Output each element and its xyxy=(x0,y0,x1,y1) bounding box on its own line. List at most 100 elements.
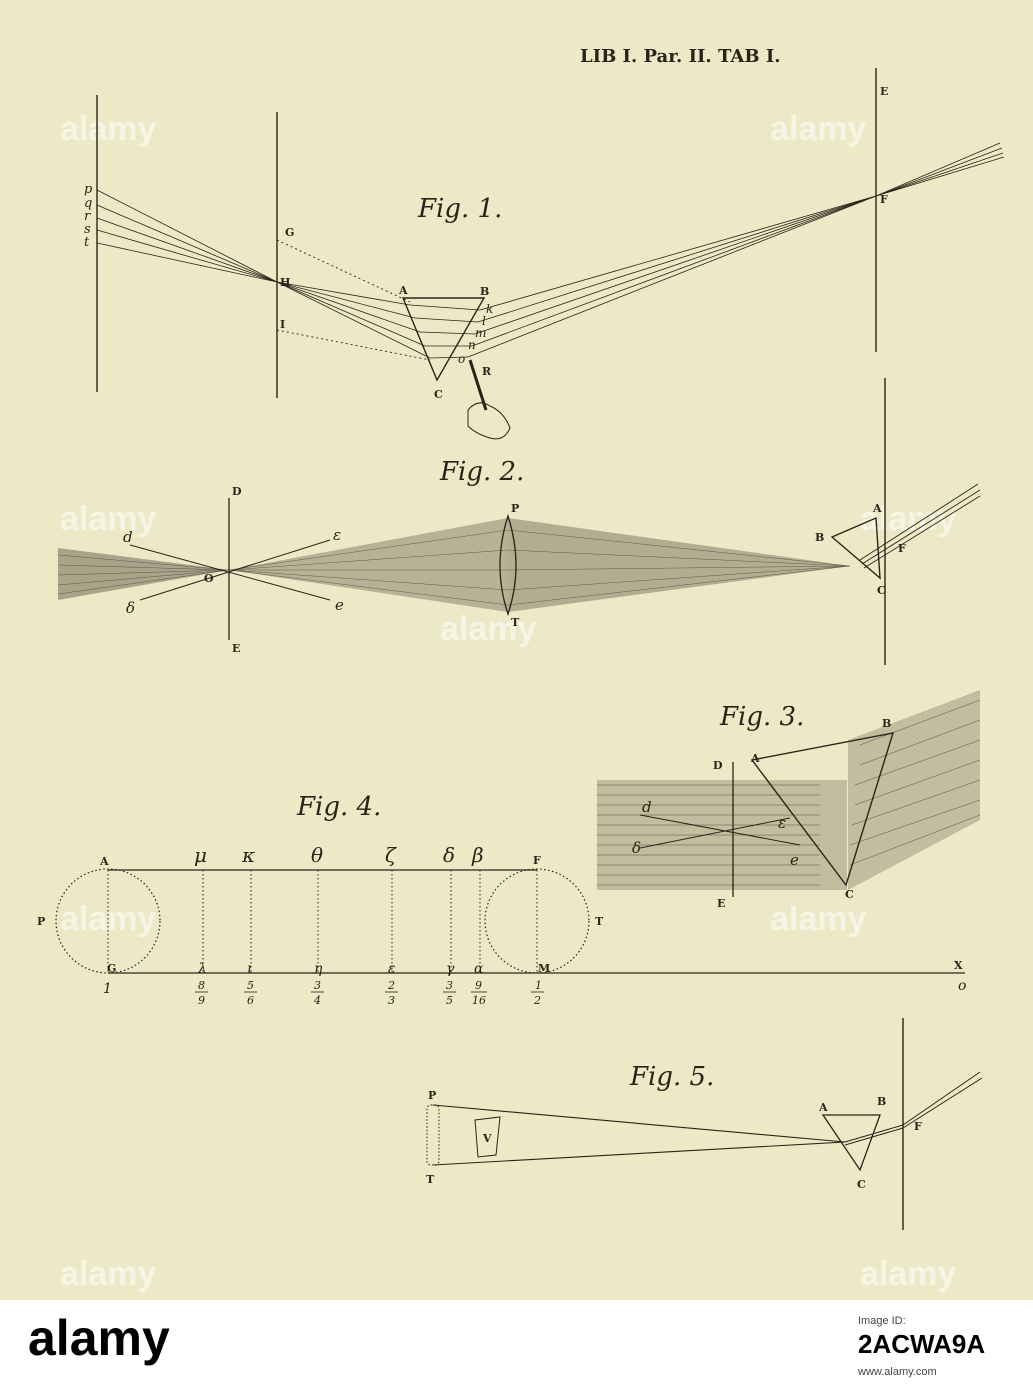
label: e xyxy=(335,596,344,614)
label: ε xyxy=(333,526,341,544)
label: F xyxy=(914,1120,922,1133)
fraction-numerator: 9 xyxy=(475,979,482,992)
image-id-label: Image ID: xyxy=(858,1315,906,1327)
figure-title: Fig. 3. xyxy=(719,702,804,732)
label: B xyxy=(877,1095,886,1108)
watermark: alamy xyxy=(60,500,156,538)
fraction-numerator: 3 xyxy=(314,979,321,992)
label: C xyxy=(845,888,854,901)
fraction-denominator: 6 xyxy=(247,994,254,1007)
greek-label: η xyxy=(314,961,323,977)
label: V xyxy=(482,1132,492,1145)
label: C xyxy=(877,584,886,597)
label: d xyxy=(642,798,652,816)
label: p xyxy=(84,182,93,197)
label: d xyxy=(123,528,133,546)
greek-label: β xyxy=(471,843,484,867)
stock-footer: alamy Image ID: 2ACWA9A www.alamy.com xyxy=(0,1300,1033,1390)
label: T xyxy=(511,616,520,629)
figure-4: Fig. 4. A F G M P T X o 1 μ κ θ ζ δ β λ xyxy=(37,792,966,1007)
label: M xyxy=(538,962,550,975)
figure-5: Fig. 5. P T V A B C F xyxy=(426,1018,983,1230)
label: r xyxy=(84,209,91,224)
greek-label: μ xyxy=(194,843,207,867)
label: F xyxy=(533,854,541,867)
label: o xyxy=(458,352,465,366)
label: A xyxy=(398,284,408,297)
label: O xyxy=(204,572,214,585)
greek-label: λ xyxy=(197,961,207,977)
label: B xyxy=(815,531,824,544)
watermark: alamy xyxy=(60,110,156,148)
label: o xyxy=(958,978,966,994)
label: E xyxy=(232,642,240,655)
label: R xyxy=(482,365,492,378)
figure-title: Fig. 4. xyxy=(296,792,381,822)
figure-title: Fig. 2. xyxy=(439,457,524,487)
fraction-denominator: 16 xyxy=(472,994,486,1007)
figure-2: Fig. 2. D E O d xyxy=(57,378,981,665)
watermark: alamy xyxy=(60,1255,156,1293)
fraction-denominator: 4 xyxy=(313,994,321,1007)
label: X xyxy=(954,959,963,972)
image-id: 2ACWA9A xyxy=(858,1329,985,1359)
label: A xyxy=(750,752,760,765)
label: D xyxy=(232,485,242,498)
greek-label: θ xyxy=(311,843,323,867)
label: C xyxy=(434,388,443,401)
figure-3: Fig. 3. D E A B C d δ ε e xyxy=(597,690,981,910)
label: E xyxy=(880,85,888,98)
label: C xyxy=(857,1178,866,1191)
plate-heading: LIB I. Par. II. TAB I. xyxy=(580,46,781,67)
label: n xyxy=(468,338,476,352)
label: G xyxy=(285,226,294,239)
fraction-numerator: 3 xyxy=(446,979,453,992)
label: A xyxy=(872,502,882,515)
fraction-denominator: 5 xyxy=(446,994,453,1007)
alamy-logo: alamy xyxy=(28,1310,170,1366)
greek-label: ζ xyxy=(385,843,397,867)
plate-drawing: alamy alamy alamy alamy alamy alamy alam… xyxy=(37,46,1005,1293)
fraction-numerator: 2 xyxy=(387,979,395,992)
label: t xyxy=(84,235,90,250)
label: q xyxy=(84,196,92,211)
label: δ xyxy=(632,839,641,857)
figure-1: Fig. 1. xyxy=(84,68,1005,440)
greek-label: ε xyxy=(388,961,396,977)
label: k xyxy=(486,302,493,316)
label: F xyxy=(898,542,906,555)
label: l xyxy=(482,314,486,328)
greek-label: α xyxy=(474,961,484,977)
fraction-numerator: 1 xyxy=(535,979,542,992)
fraction-denominator: 3 xyxy=(388,994,395,1007)
label: A xyxy=(99,855,109,868)
label: P xyxy=(428,1089,436,1102)
figure-title: Fig. 1. xyxy=(417,194,502,224)
label: H xyxy=(280,276,290,289)
label: B xyxy=(480,285,489,298)
label: ε xyxy=(778,814,786,832)
label: s xyxy=(84,222,91,237)
label: 1 xyxy=(103,981,112,997)
watermarks: alamy alamy alamy alamy alamy alamy alam… xyxy=(60,110,956,1293)
label: G xyxy=(107,962,116,975)
label: m xyxy=(475,326,486,340)
label: B xyxy=(882,717,891,730)
label: T xyxy=(426,1173,435,1186)
fraction-denominator: 9 xyxy=(198,994,205,1007)
greek-label: δ xyxy=(443,843,455,867)
figure-title: Fig. 5. xyxy=(629,1062,714,1092)
fraction-numerator: 8 xyxy=(198,979,205,992)
greek-label: ι xyxy=(247,961,253,977)
watermark: alamy xyxy=(440,610,536,648)
label: e xyxy=(790,851,799,869)
watermark: alamy xyxy=(770,900,866,938)
site-url: www.alamy.com xyxy=(857,1366,937,1378)
label: D xyxy=(713,759,723,772)
label: F xyxy=(880,193,888,206)
fraction-denominator: 2 xyxy=(533,994,541,1007)
label: T xyxy=(595,915,604,928)
footer-bar: alamy Image ID: 2ACWA9A www.alamy.com xyxy=(28,1310,985,1378)
label: P xyxy=(511,502,519,515)
greek-label: κ xyxy=(241,843,255,867)
